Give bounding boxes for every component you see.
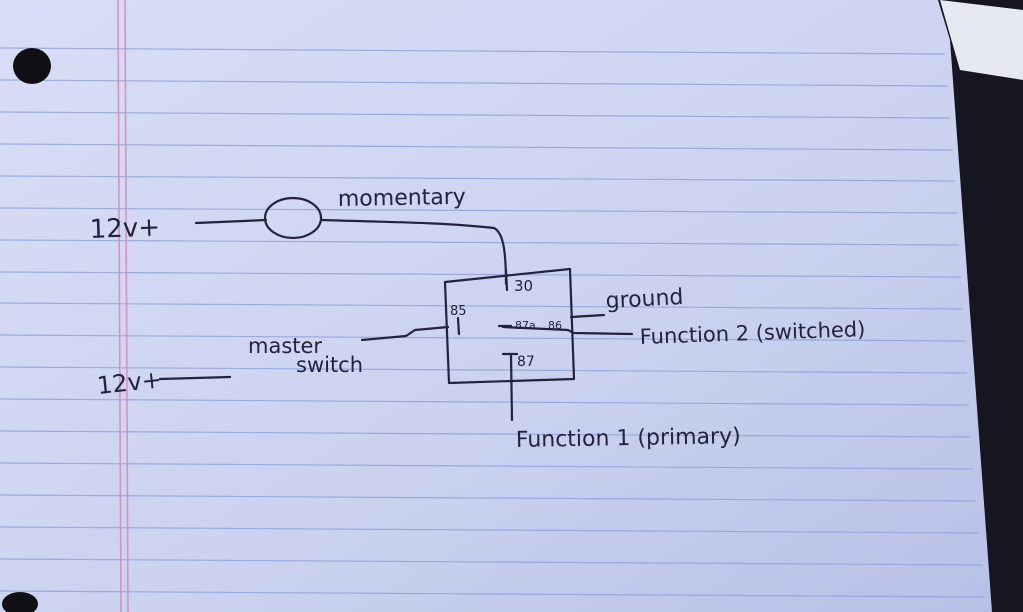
function2-wire <box>501 325 634 336</box>
pin30-label: 30 <box>514 277 533 295</box>
master-label-line2: switch <box>296 353 363 377</box>
tissue-corner <box>940 0 1023 80</box>
binder-hole <box>13 48 51 84</box>
pin87-label: 87 <box>517 354 535 370</box>
function1-label: Function 1 (primary) <box>516 424 741 453</box>
supply-wire-bottom <box>158 375 232 381</box>
supply-label-top: 12v+ <box>89 213 160 245</box>
margin-lines <box>117 0 129 612</box>
supply-wire-top <box>194 218 268 225</box>
pin85-tick <box>456 316 461 336</box>
master-label-line1: master <box>248 334 322 358</box>
momentary-switch-symbol <box>263 196 323 240</box>
pin30-tick <box>504 268 509 292</box>
momentary-label: momentary <box>338 185 466 212</box>
function1-wire <box>509 353 514 422</box>
pin86-label: 86 <box>548 319 562 332</box>
supply-label-bottom: 12v+ <box>96 365 163 400</box>
binder-hole <box>2 592 38 612</box>
ground-label: ground <box>605 285 684 314</box>
pin85-label: 85 <box>450 304 467 319</box>
master-switch-wire <box>360 325 450 342</box>
ruled-lines <box>0 47 986 598</box>
pin87a-label: 87a <box>515 319 536 332</box>
ground-wire <box>569 313 606 319</box>
relay-box <box>443 267 576 385</box>
momentary-to-pin30-wire <box>319 218 508 286</box>
